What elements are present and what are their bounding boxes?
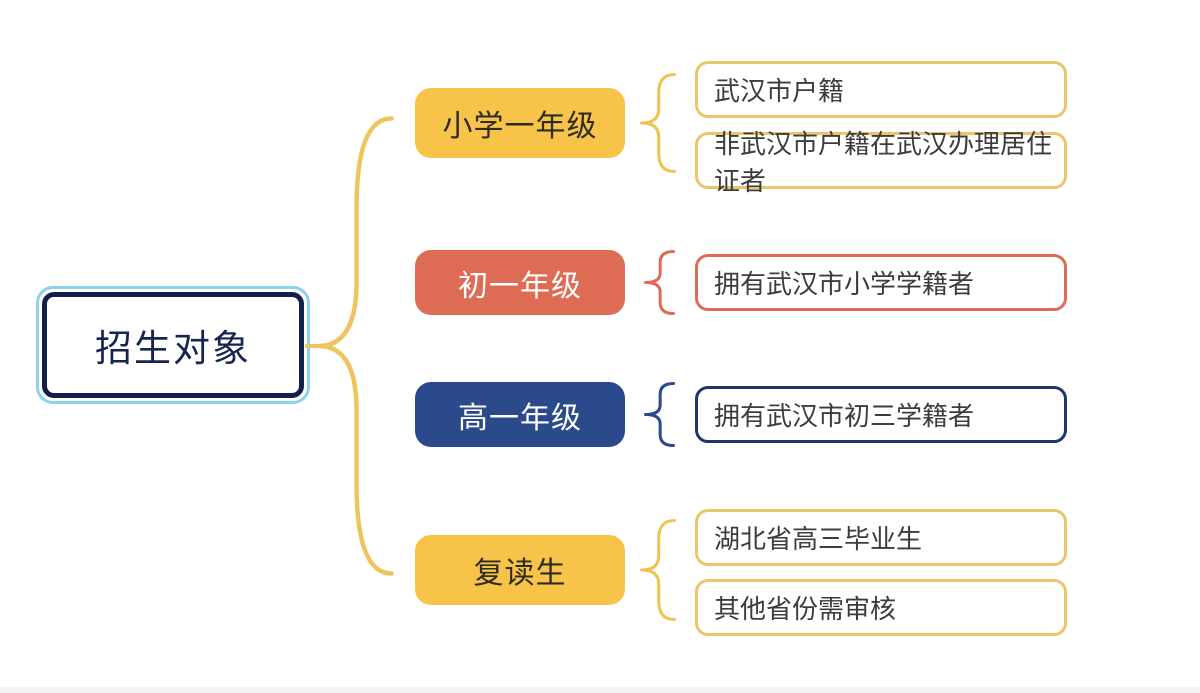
branch-node-grade1-primary[interactable]: 小学一年级 <box>415 88 625 158</box>
root-node-inner-border: 招生对象 <box>42 292 304 398</box>
leaf-node-other-provinces-review[interactable]: 其他省份需审核 <box>695 579 1067 636</box>
leaf-node-non-wuhan-residence-permit[interactable]: 非武汉市户籍在武汉办理居住证者 <box>695 129 1067 196</box>
brace-connector-branch3 <box>644 382 675 447</box>
main-brace-connector <box>316 116 394 576</box>
root-node[interactable]: 招生对象 <box>36 286 310 404</box>
brace-connector-branch2 <box>644 250 675 315</box>
brace-connector-branch4 <box>640 519 676 621</box>
branch-node-grade7[interactable]: 初一年级 <box>415 250 625 315</box>
leaf-node-wuhan-primary-school-status[interactable]: 拥有武汉市小学学籍者 <box>695 254 1067 311</box>
root-connector-line <box>305 344 327 348</box>
leaf-node-wuhan-hukou[interactable]: 武汉市户籍 <box>695 61 1067 118</box>
leaf-node-hubei-grade12-graduates[interactable]: 湖北省高三毕业生 <box>695 509 1067 566</box>
branch-node-grade10[interactable]: 高一年级 <box>415 382 625 447</box>
root-label: 招生对象 <box>95 328 251 369</box>
leaf-node-wuhan-grade9-status[interactable]: 拥有武汉市初三学籍者 <box>695 386 1067 443</box>
brace-connector-branch1 <box>640 73 676 173</box>
branch-node-repeat-students[interactable]: 复读生 <box>415 535 625 605</box>
bottom-edge-strip <box>0 687 1200 693</box>
